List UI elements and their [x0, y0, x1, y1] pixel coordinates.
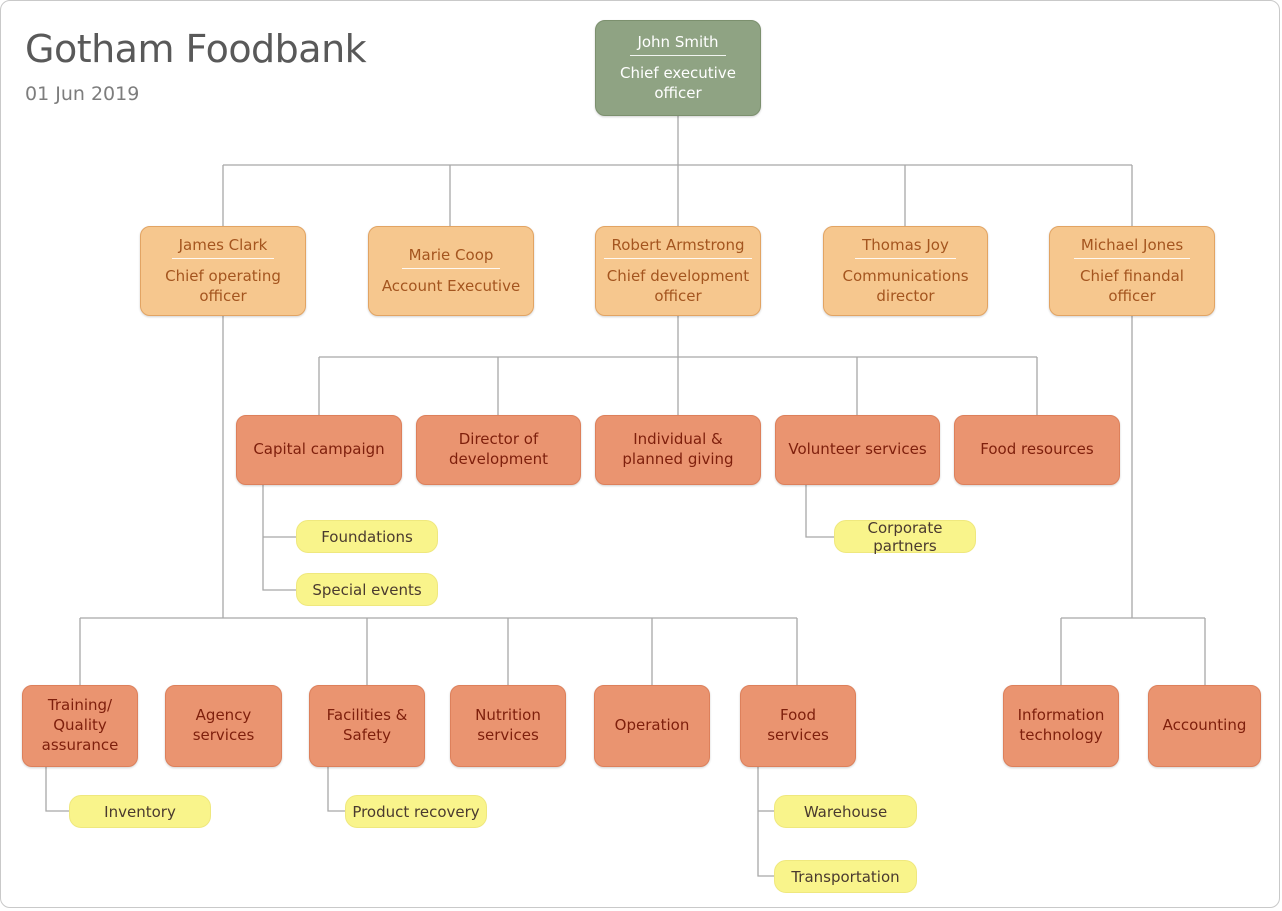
node-operation[interactable]: Operation	[594, 685, 710, 767]
person-role: Account Executive	[381, 276, 521, 295]
node-food-services[interactable]: Food services	[740, 685, 856, 767]
dept-label: Training/ Quality assurance	[41, 696, 119, 754]
chart-header: Gotham Foodbank 01 Jun 2019	[25, 27, 367, 105]
person-role: Chief operating officer	[165, 267, 281, 305]
node-facilities-safety[interactable]: Facilities & Safety	[309, 685, 425, 767]
node-capital-campaign[interactable]: Capital campaign	[236, 415, 402, 485]
node-james-clark[interactable]: James Clark Chief operating officer	[140, 226, 306, 316]
person-role: Chief finandal officer	[1080, 267, 1184, 305]
node-accounting[interactable]: Accounting	[1148, 685, 1261, 767]
person-name: John Smith	[630, 33, 726, 57]
node-transportation[interactable]: Transportation	[774, 860, 917, 893]
sub-label: Product recovery	[352, 802, 480, 821]
dept-label: Individual & planned giving	[622, 430, 734, 468]
connector-segment	[262, 485, 296, 591]
node-food-resources[interactable]: Food resources	[954, 415, 1120, 485]
person-role: Chief executive officer	[620, 64, 736, 102]
sub-label: Transportation	[791, 867, 900, 886]
node-marie-coop[interactable]: Marie Coop Account Executive	[368, 226, 534, 316]
node-corporate-partners[interactable]: Corporate partners	[834, 518, 976, 555]
dept-label: Agency services	[192, 706, 255, 744]
sub-label: Inventory	[104, 802, 176, 821]
person-name: Michael Jones	[1073, 236, 1191, 260]
connector-segment	[757, 767, 774, 877]
node-inventory[interactable]: Inventory	[69, 795, 211, 828]
node-michael-jones[interactable]: Michael Jones Chief finandal officer	[1049, 226, 1215, 316]
dept-label: Volunteer services	[788, 440, 927, 459]
node-foundations[interactable]: Foundations	[296, 520, 438, 553]
dept-label: Director of development	[449, 430, 548, 468]
dept-label: Information technology	[1017, 706, 1105, 744]
node-information-technology[interactable]: Information technology	[1003, 685, 1119, 767]
dept-label: Food services	[767, 706, 829, 744]
dept-label: Capital campaign	[253, 440, 385, 459]
dept-label: Nutrition services	[475, 706, 541, 744]
person-name: James Clark	[171, 236, 275, 260]
node-training-quality-assurance[interactable]: Training/ Quality assurance	[22, 685, 138, 767]
connector-segment	[45, 767, 69, 812]
person-name: Marie Coop	[401, 246, 501, 269]
person-name: Thomas Joy	[855, 236, 956, 260]
node-john-smith[interactable]: John Smith Chief executive officer	[595, 20, 761, 116]
node-individual-planned-giving[interactable]: Individual & planned giving	[595, 415, 761, 485]
dept-label: Accounting	[1162, 716, 1247, 735]
chart-date: 01 Jun 2019	[25, 82, 140, 105]
node-director-of-development[interactable]: Director of development	[416, 415, 581, 485]
dept-label: Food resources	[980, 440, 1094, 459]
node-robert-armstrong[interactable]: Robert Armstrong Chief development offic…	[595, 226, 761, 316]
node-warehouse[interactable]: Warehouse	[774, 795, 917, 828]
node-agency-services[interactable]: Agency services	[165, 685, 282, 767]
connector-segment	[805, 485, 834, 538]
person-role: Chief development officer	[606, 267, 750, 305]
node-thomas-joy[interactable]: Thomas Joy Communications director	[823, 226, 988, 316]
sub-label: Corporate partners	[867, 518, 943, 555]
node-special-events[interactable]: Special events	[296, 573, 438, 606]
person-role: Communications director	[842, 267, 969, 305]
chart-title: Gotham Foodbank	[25, 27, 367, 71]
node-volunteer-services[interactable]: Volunteer services	[775, 415, 940, 485]
sub-label: Special events	[312, 580, 422, 599]
person-name: Robert Armstrong	[604, 236, 752, 260]
sub-label: Foundations	[321, 527, 413, 546]
node-nutrition-services[interactable]: Nutrition services	[450, 685, 566, 767]
node-product-recovery[interactable]: Product recovery	[345, 795, 487, 828]
connector-segment	[327, 767, 345, 812]
dept-label: Operation	[614, 716, 690, 735]
dept-label: Facilities & Safety	[326, 706, 408, 744]
sub-label: Warehouse	[803, 802, 888, 821]
